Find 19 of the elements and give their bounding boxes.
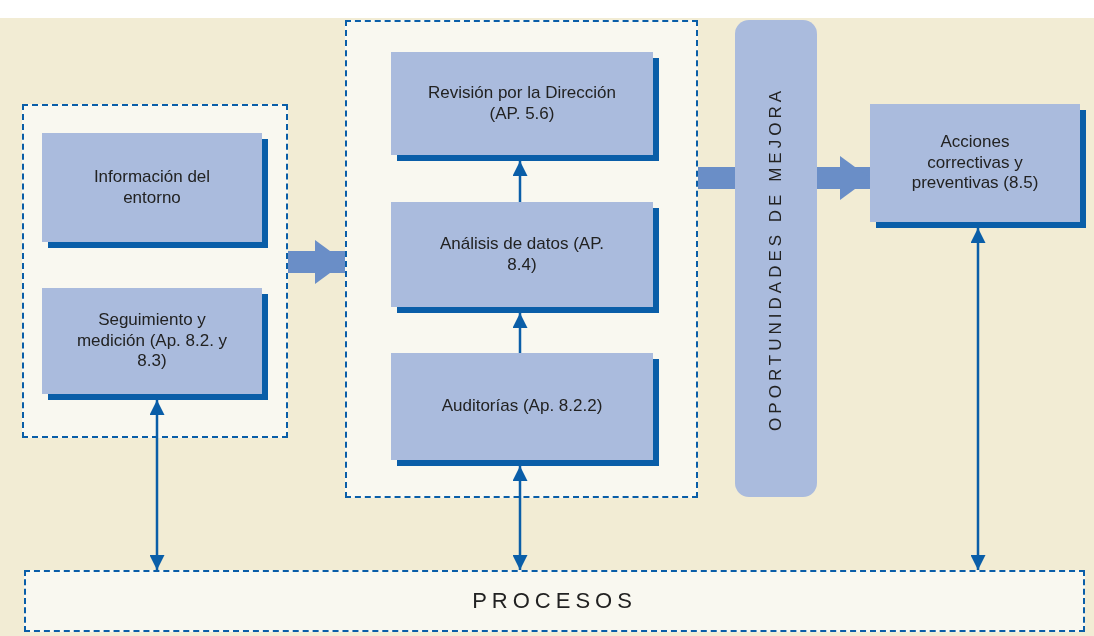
box-label: Auditorías (Ap. 8.2.2) xyxy=(441,396,603,417)
arrow xyxy=(512,313,528,353)
block-arrow xyxy=(817,156,870,200)
box-label: Revisión por la Dirección (AP. 5.6) xyxy=(427,83,617,124)
box-label: Acciones correctivas y preventivas (8.5) xyxy=(910,132,1040,194)
box-label: Análisis de datos (AP. 8.4) xyxy=(438,234,606,275)
dashed-band xyxy=(24,570,1085,632)
box-label: Información del entorno xyxy=(92,167,212,208)
arrow xyxy=(970,228,986,570)
arrow xyxy=(512,466,528,570)
vertical-label: OPORTUNIDADES DE MEJORA xyxy=(766,86,786,431)
rounded-bar xyxy=(735,20,817,497)
box-label: Seguimiento y medición (Ap. 8.2. y 8.3) xyxy=(76,310,228,372)
arrow xyxy=(149,400,165,570)
block-arrow xyxy=(288,240,345,284)
dashed-group-frame xyxy=(22,104,288,438)
dashed-group-frame xyxy=(345,20,698,498)
arrow xyxy=(512,161,528,202)
band-label: PROCESOS xyxy=(472,588,637,614)
